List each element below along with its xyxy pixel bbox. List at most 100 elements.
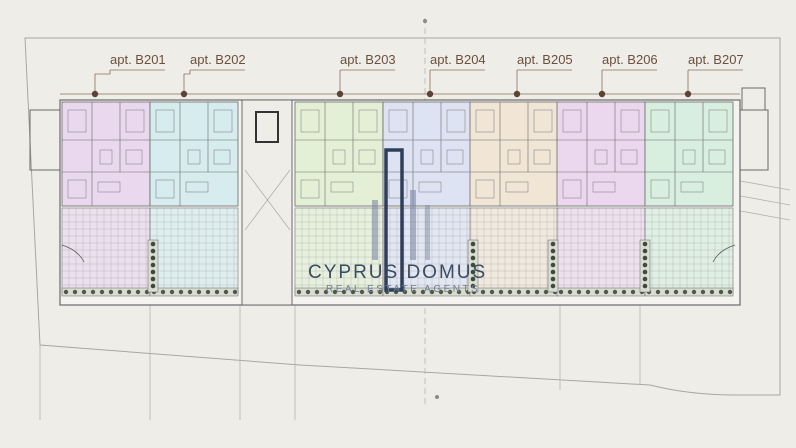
bed-shape [155,109,175,133]
balcony-b204 [382,207,472,297]
bath-shape [446,149,464,165]
plant-dot [534,289,540,295]
plant-dot [223,289,229,295]
plant-dot [447,289,453,295]
stair-rail [741,87,766,110]
plant-dot [470,269,476,275]
bed-shape [650,109,670,133]
table-shape [594,149,608,165]
plant-dot [630,289,636,295]
apartment-label-b201: apt. B201 [110,52,166,67]
plant-dot [576,289,582,295]
sofa-shape [418,181,442,193]
watermark-bar [425,205,430,260]
plant-dot [296,289,302,295]
apartment-unit-b203 [294,101,384,207]
plant-dot [585,289,591,295]
apartment-unit-b204 [382,101,472,207]
plant-dot [150,241,156,247]
plant-dot [63,289,69,295]
side-annex [739,109,769,171]
balcony-floor [644,207,734,295]
plant-dot [72,289,78,295]
plant-dot [150,248,156,254]
plant-dot [691,289,697,295]
plant-dot [341,289,347,295]
ramp-lines [734,179,791,221]
leader-b204 [426,69,485,98]
plant-dot [718,289,724,295]
lift-shaft [255,111,279,143]
plant-dot [232,289,238,295]
plant-dot [525,289,531,295]
apartment-unit-b206 [556,101,646,207]
plant-dot [655,289,661,295]
plant-dot [108,289,114,295]
table-shape [332,149,346,165]
bed-shape [155,179,175,199]
plant-dot [621,289,627,295]
plant-dot [550,283,556,289]
plant-dot [642,262,648,268]
unit-interior [469,101,559,207]
unit-interior [149,101,239,207]
plant-dot [470,276,476,282]
plant-dot [169,289,175,295]
plant-dot [558,289,564,295]
plant-dot [550,269,556,275]
plant-dot [470,262,476,268]
plant-dot [377,289,383,295]
leader-dot [598,90,606,98]
apartment-unit-b202 [149,101,239,207]
plant-dot [90,289,96,295]
apartment-unit-b207 [644,101,734,207]
apartment-label-b203: apt. B203 [340,52,396,67]
bed-shape [475,179,495,199]
apartment-unit-b205 [469,101,559,207]
bed-shape [650,179,670,199]
apartment-unit-b201 [61,101,151,207]
plant-dot [150,262,156,268]
bath-shape [213,149,231,165]
bed-shape [533,109,553,133]
leader-b203 [336,69,395,98]
bath-shape [708,149,726,165]
sofa-shape [330,181,354,193]
plant-dot [150,255,156,261]
table-shape [420,149,434,165]
balcony-floor [294,207,384,295]
unit-interior [556,101,646,207]
sofa-shape [505,181,529,193]
plant-dot [150,283,156,289]
bed-shape [562,109,582,133]
plant-dot [594,289,600,295]
plant-dot [543,289,549,295]
balcony-b207 [644,207,734,297]
balcony-areas [61,207,736,297]
table-shape [99,149,113,165]
curved-edge [712,244,736,263]
plant-dot [603,289,609,295]
plant-dot [498,289,504,295]
plant-dot [709,289,715,295]
plant-dot [727,289,733,295]
sofa-shape [680,181,704,193]
plant-dot [350,289,356,295]
site-boundary [24,37,781,396]
apartment-label-b204: apt. B204 [430,52,486,67]
leader-line [94,70,111,94]
bed-shape [358,109,378,133]
watermark-title: CYPRUS DOMUS [308,262,488,283]
bath-shape [533,149,551,165]
plant-dot [550,248,556,254]
plant-dot [429,289,435,295]
plant-dot [550,262,556,268]
vertical-planter [547,239,559,293]
plant-dot [567,289,573,295]
plant-dot [178,289,184,295]
plant-dot [205,289,211,295]
apartment-label-b202: apt. B202 [190,52,246,67]
bed-shape [475,109,495,133]
bath-shape [125,149,143,165]
stair-core [241,99,293,306]
